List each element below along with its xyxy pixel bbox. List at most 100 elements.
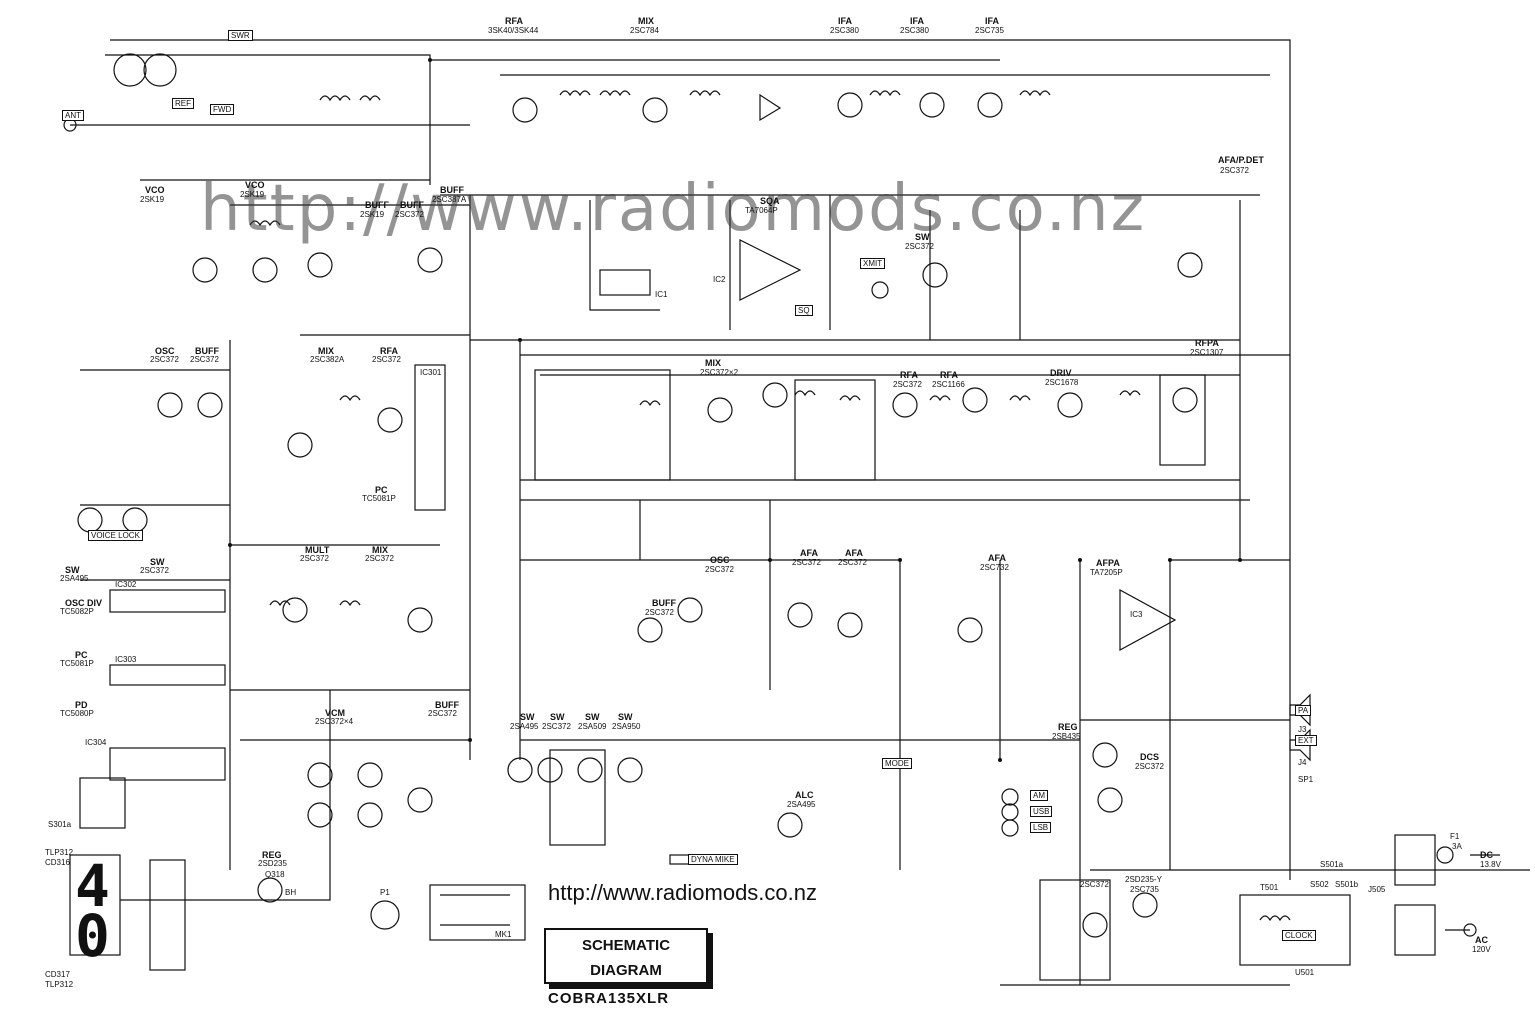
label-buff1: BUFF [365, 200, 389, 210]
label-sw4-part: 2SA495 [510, 722, 539, 731]
label-sw2: SW [150, 557, 165, 567]
label-tlp312-top: TLP312 [45, 848, 74, 857]
label-vco2-part: 2SK19 [240, 190, 265, 199]
label-dcs-part: 2SC372 [1135, 762, 1164, 771]
label-mix2-part: 2SC382A [310, 355, 345, 364]
label-driv: DRIV [1050, 368, 1072, 378]
label-sw7: SW [618, 712, 633, 722]
label-afa3: AFA [988, 553, 1006, 563]
label-alc-part: 2SA495 [787, 800, 816, 809]
label-afa-pdet: AFA/P.DET [1218, 155, 1264, 165]
label-dc-v: 13.8V [1480, 860, 1501, 869]
label-buff3-part: 2SC387A [432, 195, 467, 204]
label-clock: CLOCK [1282, 930, 1316, 941]
label-osc2: OSC [710, 555, 730, 565]
label-t501: T501 [1260, 883, 1279, 892]
label-reg4-part: 2SC735 [1130, 885, 1159, 894]
footer-url: http://www.radiomods.co.nz [548, 880, 818, 905]
label-vcm: VCM [325, 708, 345, 718]
label-pc2: PC [75, 650, 88, 660]
label-alc: ALC [795, 790, 814, 800]
label-reg3: 2SC372 [1080, 880, 1109, 889]
label-swr: SWR [228, 30, 253, 41]
label-sp1: SP1 [1298, 775, 1314, 784]
label-sqa-part: TA7064P [745, 206, 778, 215]
label-ifa2-part: 2SC380 [900, 26, 929, 35]
label-buff2: BUFF [400, 200, 424, 210]
label-ic304: IC304 [85, 738, 107, 747]
label-mult: MULT [305, 545, 330, 555]
label-mix3: MIX [372, 545, 389, 555]
label-vco1: VCO [145, 185, 165, 195]
label-buff3: BUFF [440, 185, 464, 195]
label-buff4: BUFF [195, 346, 219, 356]
label-rfa4-part: 2SC1166 [932, 380, 965, 389]
label-ifa1-part: 2SC380 [830, 26, 859, 35]
label-f1: F1 [1450, 832, 1460, 841]
label-rfa3: RFA [900, 370, 918, 380]
label-vcm-part: 2SC372×4 [315, 717, 354, 726]
label-bh: BH [285, 888, 297, 897]
label-afa3-part: 2SC732 [980, 563, 1009, 572]
label-ic303: IC303 [115, 655, 137, 664]
label-afpa-part: TA7205P [1090, 568, 1123, 577]
label-buff5: BUFF [435, 700, 459, 710]
label-reg2-part: 2SB435 [1052, 732, 1081, 741]
label-buff5-part: 2SC372 [428, 709, 457, 718]
label-mode: MODE [882, 758, 912, 769]
label-dcs: DCS [1140, 752, 1160, 762]
label-fwd: FWD [210, 104, 235, 115]
label-reg1-part: 2SD235 [258, 859, 287, 868]
label-rfpa: RFPA [1195, 338, 1219, 348]
label-tlp312-bot: TLP312 [45, 980, 74, 989]
label-rfa2: RFA [380, 346, 398, 356]
label-mult-part: 2SC372 [300, 554, 329, 563]
label-sqa: SQA [760, 196, 780, 206]
label-u501: U501 [1295, 968, 1315, 977]
label-ic302: IC302 [115, 580, 137, 589]
model-name: COBRA135XLR [548, 990, 670, 1007]
label-sw6-part: 2SA509 [578, 722, 607, 731]
label-pa: PA [1295, 705, 1312, 716]
label-mix2: MIX [318, 346, 335, 356]
label-reg2: REG [1058, 722, 1078, 732]
label-mix4-part: 2SC372×2 [700, 368, 739, 377]
label-afpa: AFPA [1096, 558, 1120, 568]
channel-digit-tens: 4 [75, 852, 110, 920]
label-xmit: XMIT [860, 258, 886, 269]
label-vco1-part: 2SK19 [140, 195, 165, 204]
label-afa2-part: 2SC372 [838, 558, 867, 567]
label-sw3-part: 2SC372 [905, 242, 934, 251]
label-voice-lock: VOICE LOCK [88, 530, 143, 541]
label-ifa1: IFA [838, 16, 853, 26]
label-afa1: AFA [800, 548, 818, 558]
label-ic3: IC3 [1130, 610, 1143, 619]
label-sw5-part: 2SC372 [542, 722, 571, 731]
label-usb: USB [1030, 806, 1053, 817]
label-q318: Q318 [265, 870, 285, 879]
label-s502: S502 [1310, 880, 1329, 889]
label-osc-div: OSC DIV [65, 598, 103, 608]
channel-digit-ones: 0 [75, 902, 110, 970]
label-rfa4: RFA [940, 370, 958, 380]
label-osc: OSC [155, 346, 175, 356]
label-ifa3-part: 2SC735 [975, 26, 1004, 35]
label-ic2: IC2 [713, 275, 726, 284]
label-pd-part: TC5080P [60, 709, 94, 718]
label-afa2: AFA [845, 548, 863, 558]
label-sw1-part: 2SA495 [60, 574, 89, 583]
label-buff1-part: 2SK19 [360, 210, 385, 219]
label-pd: PD [75, 700, 88, 710]
label-osc-part: 2SC372 [150, 355, 179, 364]
label-sw7-part: 2SA950 [612, 722, 641, 731]
label-s301a: S301a [48, 820, 72, 829]
title-block: SCHEMATIC DIAGRAM [544, 928, 708, 984]
label-vco2: VCO [245, 180, 265, 190]
label-ac-v: 120V [1472, 945, 1491, 954]
label-rfa2-part: 2SC372 [372, 355, 401, 364]
label-ant: ANT [62, 110, 84, 121]
label-osc2-part: 2SC372 [705, 565, 734, 574]
label-f1-val: 3A [1452, 842, 1462, 851]
label-osc-div-part: TC5082P [60, 607, 94, 616]
